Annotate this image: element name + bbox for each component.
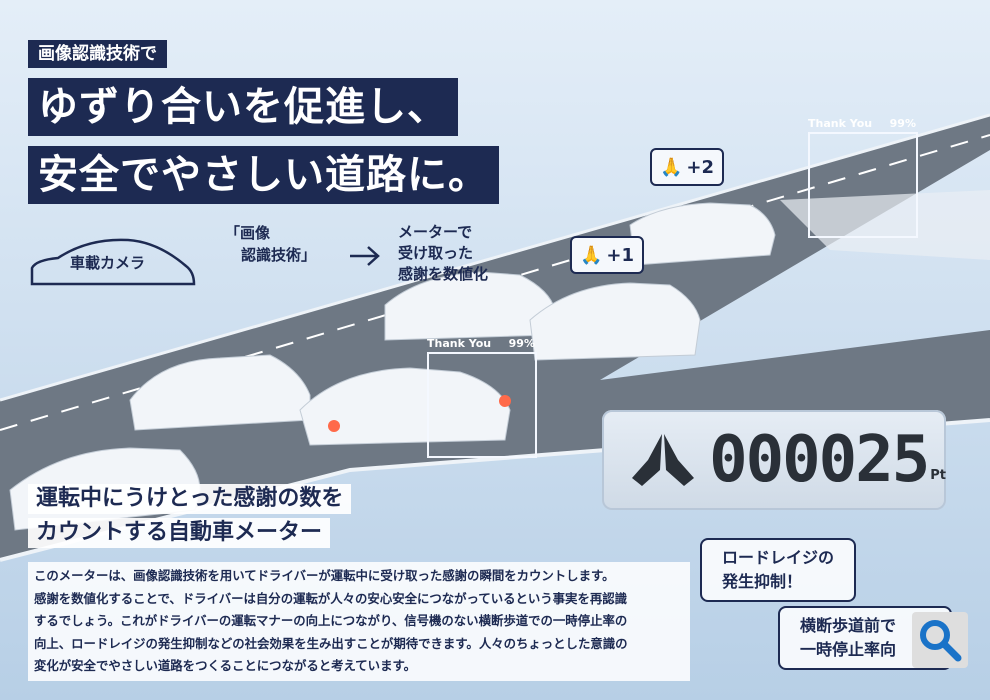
detection-label: Thank You — [427, 337, 492, 350]
zoom-search-button[interactable] — [912, 612, 968, 668]
callout-road-rage: ロードレイジの 発生抑制！ — [700, 538, 857, 602]
kicker-label: 画像認識技術で — [28, 40, 167, 68]
crosswalk — [780, 190, 990, 260]
callout-line: 発生抑制！ — [722, 572, 803, 591]
praying-hands-icon: 🙏 — [580, 244, 603, 266]
paragraph-line: 感謝を数値化することで、ドライバーは自分の運転が人々の安心安全につながっていると… — [34, 590, 628, 606]
subheading-line-2: カウントする自動車メーター — [28, 518, 331, 548]
praying-hands-icon: 🙏 — [660, 156, 683, 178]
meter-unit: Pt — [930, 467, 946, 483]
meter-line-3: 感謝を数値化 — [398, 265, 489, 283]
paragraph-line: このメーターは、画像認識技術を用いてドライバーが運転中に受け取った感謝の瞬間をカ… — [34, 568, 615, 583]
headline-line-2: 安全でやさしい道路に。 — [28, 146, 499, 204]
detection-confidence: 99% — [889, 117, 916, 130]
callout-line: ロードレイジの — [722, 548, 835, 567]
meter-line-1: メーターで — [398, 223, 473, 241]
car-outline-icon — [30, 238, 196, 286]
meter-line-2: 受け取った — [398, 244, 474, 262]
thanks-meter: 000025 Pt — [602, 410, 946, 510]
paragraph-line: するでしょう。これがドライバーの運転マナーの向上につながり、信号機のない横断歩道… — [34, 613, 628, 628]
detection-confidence: 99% — [508, 337, 535, 350]
callout-line: 横断歩道前で — [800, 616, 897, 635]
subheading-line-1: 運転中にうけとった感謝の数を — [28, 484, 352, 514]
thanks-badge: 🙏+2 — [650, 148, 725, 186]
headline-line-1: ゆずり合いを促進し、 — [28, 78, 458, 136]
meter-label: メーターで 受け取った 感謝を数値化 — [398, 222, 488, 285]
recognition-label: 「画像 認識技術」 — [225, 222, 316, 266]
detection-box: Thank You 99% — [808, 117, 918, 238]
thanks-badge: 🙏+1 — [570, 236, 645, 274]
paragraph-line: 向上、ロードレイジの発生抑制などの社会効果を生み出すことが期待できます。人々のち… — [34, 635, 628, 651]
onboard-camera: 車載カメラ — [28, 232, 198, 292]
thanks-count: +1 — [606, 244, 635, 266]
meter-count: 000025 — [709, 423, 930, 497]
thanks-count: +2 — [686, 156, 715, 178]
praying-hands-icon — [632, 434, 694, 486]
paragraph-line: 変化が安全でやさしい道路をつくることにつながると考えています。 — [34, 658, 417, 673]
detection-box: Thank You 99% — [427, 337, 537, 458]
recognition-line-1: 「画像 — [225, 224, 271, 242]
callout-line: 一時停止率向 — [800, 640, 897, 659]
camera-label: 車載カメラ — [70, 254, 146, 272]
recognition-line-2: 認識技術」 — [241, 246, 317, 264]
arrow-right-icon — [350, 246, 380, 266]
search-icon — [920, 620, 962, 662]
description-paragraph: このメーターは、画像認識技術を用いてドライバーが運転中に受け取った感謝の瞬間をカ… — [28, 562, 690, 681]
detection-label: Thank You — [808, 117, 873, 130]
